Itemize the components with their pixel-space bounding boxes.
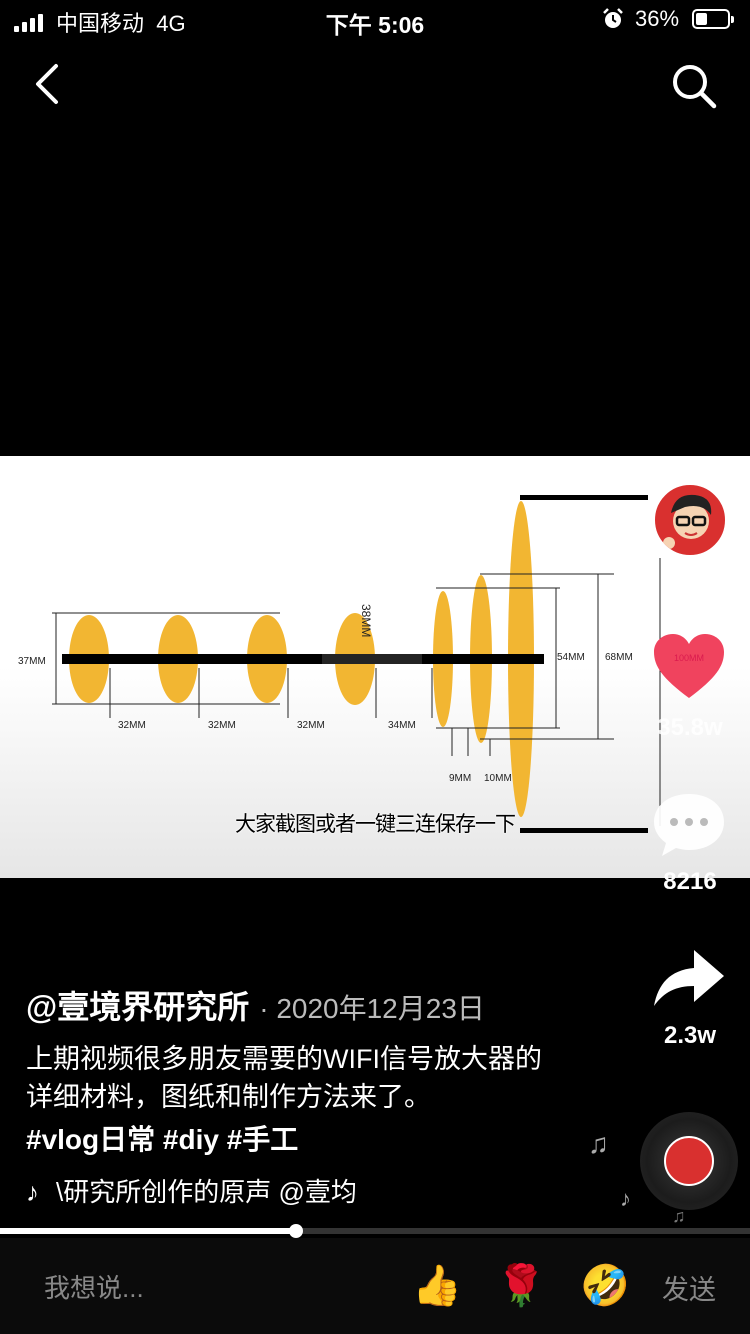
video-progress-bar[interactable] (0, 1224, 750, 1238)
post-tags[interactable]: #vlog日常 #diy #手工 (26, 1124, 299, 1155)
video-subtitle: 大家截图或者一键三连保存一下 (235, 813, 516, 836)
battery-fill (696, 13, 707, 25)
like-button[interactable]: 100MM (652, 632, 726, 702)
rose-emoji-icon[interactable]: 🌹 (496, 1264, 546, 1308)
dimension-label: 32MM (118, 720, 146, 731)
dimension-label: 10MM (484, 773, 512, 784)
battery-percent: 36% (635, 6, 680, 31)
dimension-label: 54MM (557, 652, 585, 663)
carrier-label: 中国移动 4G (56, 11, 186, 36)
dimension-label: 32MM (297, 720, 325, 731)
boom-bar-overlay (322, 654, 422, 664)
comment-input[interactable]: 我想说... (44, 1273, 144, 1303)
music-note-icon: ♫ (588, 1128, 609, 1159)
author-name[interactable]: @壹境界研究所 (26, 989, 250, 1025)
heart-icon (654, 634, 724, 698)
share-button[interactable] (652, 948, 726, 1010)
dimension-label: 9MM (449, 773, 471, 784)
battery-icon (692, 9, 734, 29)
back-icon[interactable] (26, 60, 70, 108)
comment-bar: 我想说... 👍 🌹 🤣 发送 (0, 1238, 750, 1334)
avatar-illustration (663, 494, 712, 549)
dimension-label: 37MM (18, 656, 46, 667)
like-count: 35.8w (657, 714, 723, 741)
thumbs-up-emoji-icon[interactable]: 👍 (412, 1264, 462, 1308)
share-icon (654, 950, 724, 1006)
disc-avatar (664, 1136, 714, 1186)
tiktok-icon: ♪ (26, 1177, 39, 1207)
send-button[interactable]: 发送 (662, 1275, 716, 1305)
author-avatar[interactable] (652, 482, 728, 558)
music-disc[interactable] (640, 1112, 738, 1210)
post-description: 上期视频很多朋友需要的WIFI信号放大器的详细材料，图纸和制作方法来了。 (26, 1044, 542, 1112)
post-author[interactable]: @壹境界研究所 · 2020年12月23日 (26, 982, 485, 1028)
boom-bar (62, 654, 544, 664)
alarm-icon (603, 8, 623, 28)
comment-button[interactable] (652, 790, 726, 860)
search-icon[interactable] (668, 60, 720, 112)
post-date: · 2020年12月23日 (259, 993, 485, 1024)
dimension-label: 32MM (208, 720, 236, 731)
clock: 下午 5:06 (325, 12, 425, 38)
watermark-label: 100MM (674, 653, 704, 663)
share-count: 2.3w (663, 1022, 717, 1049)
music-note-icon: ♫ (672, 1206, 686, 1226)
music-marquee[interactable]: ♪ \研究所创作的原声 @壹均 (26, 1172, 426, 1209)
dimension-label: 68MM (605, 652, 633, 663)
video-frame[interactable]: 37MM 32MM 32MM 32MM 34MM 9MM 10MM 54MM 6… (0, 456, 750, 878)
progress-fill (0, 1228, 297, 1234)
laughing-emoji-icon[interactable]: 🤣 (580, 1264, 630, 1308)
dimension-label: 38MM (359, 604, 373, 637)
music-title: \研究所创作的原声 @壹均 (56, 1177, 357, 1207)
status-bar: 中国移动 4G 下午 5:06 36% (0, 0, 750, 40)
signal-icon (14, 14, 48, 32)
progress-thumb[interactable] (289, 1224, 304, 1238)
dimension-label: 34MM (388, 720, 416, 731)
music-note-icon: ♪ (620, 1186, 631, 1211)
antenna-diagram: 37MM 32MM 32MM 32MM 34MM 9MM 10MM 54MM 6… (18, 495, 661, 833)
comment-count: 8216 (663, 868, 717, 895)
